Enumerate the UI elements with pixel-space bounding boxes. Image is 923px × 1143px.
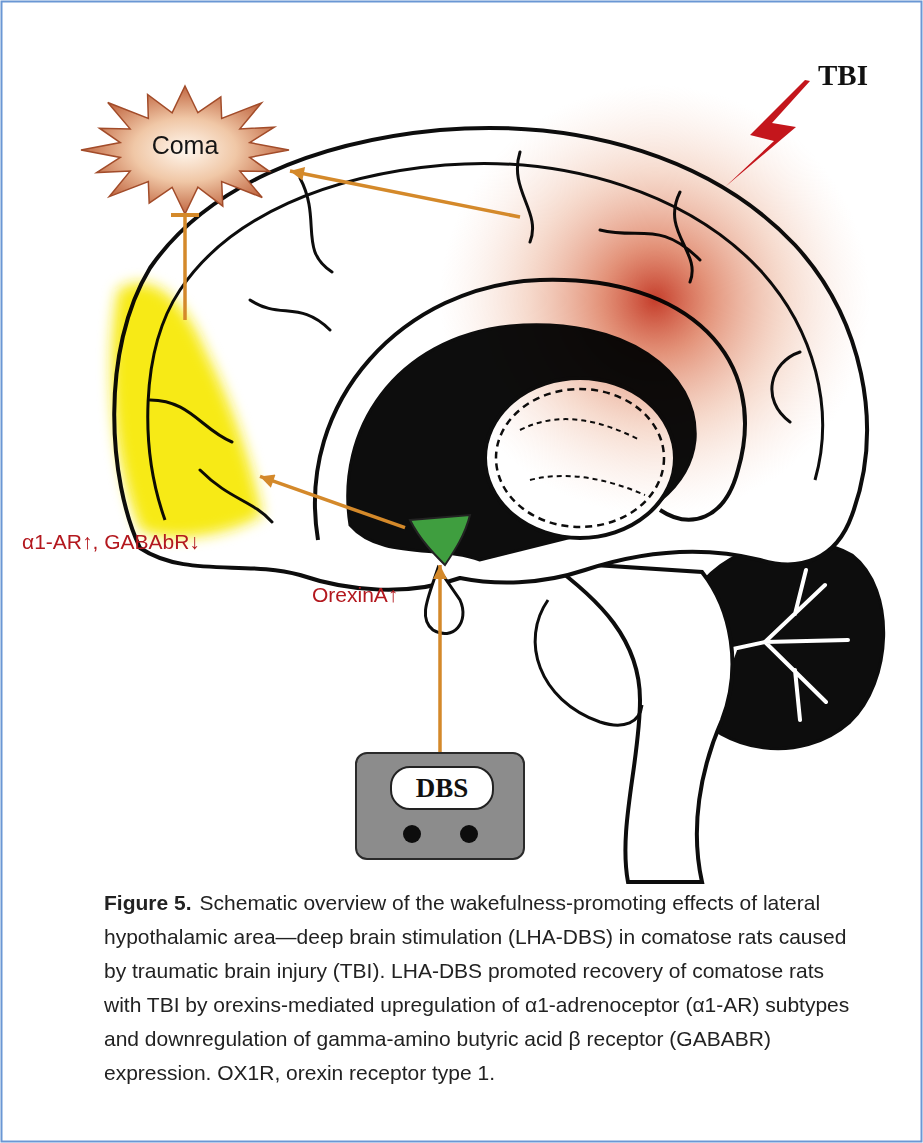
pituitary <box>425 568 463 634</box>
lightning-bolt <box>725 80 810 187</box>
electrode-dot <box>460 825 478 843</box>
injury-region-shape <box>520 55 900 455</box>
starburst-shape <box>81 86 289 214</box>
lateral-hypothalamus: OrexinA↑ <box>405 515 475 565</box>
state-label: Coma <box>80 131 290 160</box>
injury-arrow <box>290 171 520 217</box>
injury-glow <box>440 85 870 515</box>
prefrontal-highlight <box>112 283 262 537</box>
figure-caption: Schematic overview of the wakefulness-pr… <box>104 891 849 1084</box>
figure-title: Figure 5. <box>104 891 192 914</box>
lateral-hypothalamus-shape <box>405 515 475 565</box>
coma-starburst: Coma <box>80 85 290 215</box>
injury-label: TBI <box>818 59 868 92</box>
projection-arrow <box>260 476 405 527</box>
electrode-dot <box>403 825 421 843</box>
injury-region: TBI <box>520 55 900 455</box>
orexin-label: OrexinA↑ <box>312 583 398 607</box>
dbs-device: DBS <box>355 752 525 860</box>
figure-caption-block: Figure 5.Schematic overview of the wakef… <box>104 886 856 1090</box>
brainstem <box>548 562 732 882</box>
stimulation-arrow <box>438 565 442 752</box>
pons-outline <box>535 600 642 725</box>
hypothalamus-highlight <box>410 515 470 565</box>
device-label: DBS <box>390 766 494 810</box>
prefrontal-region: α1-AR↑, GABAbR↓ <box>110 320 260 580</box>
receptor-label: α1-AR↑, GABAbR↓ <box>22 530 200 554</box>
inhibition-line <box>183 215 187 320</box>
